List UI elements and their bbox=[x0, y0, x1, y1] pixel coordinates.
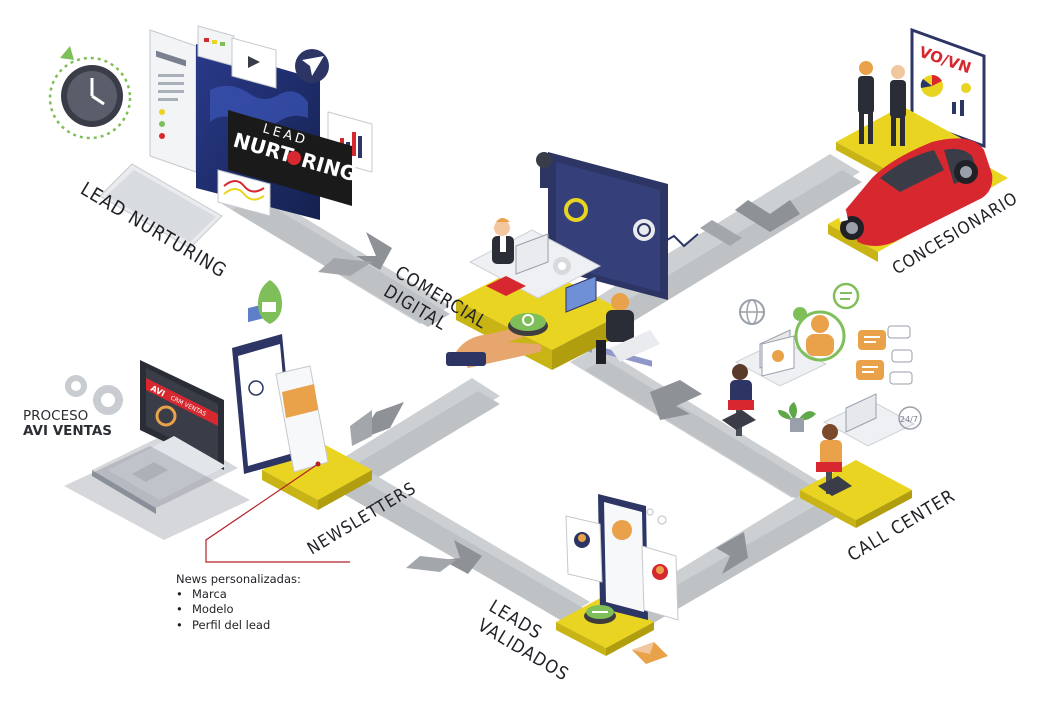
24-7-badge: 24/7 bbox=[898, 406, 922, 430]
news-personalizadas-note: News personalizadas: Marca Modelo Perfil… bbox=[176, 572, 301, 633]
desk-monitor bbox=[515, 233, 549, 275]
profile-card-right bbox=[641, 545, 679, 621]
arrow-concesionario bbox=[735, 200, 800, 232]
chat-bubbles bbox=[856, 325, 913, 385]
note-list: Marca Modelo Perfil del lead bbox=[176, 587, 301, 633]
avi-laptop: AVI CRM VENTAS bbox=[64, 360, 250, 540]
plant bbox=[778, 402, 816, 432]
vo-vn-board bbox=[910, 27, 986, 149]
call-center-node: 24/7 bbox=[722, 282, 922, 528]
arrow-callcenter bbox=[650, 380, 702, 420]
note-item-marca: Marca bbox=[176, 587, 301, 602]
note-item-modelo: Modelo bbox=[176, 602, 301, 617]
laptop-right bbox=[565, 275, 597, 313]
profile-card-left bbox=[565, 515, 603, 583]
flow-arrows bbox=[318, 200, 800, 574]
callout-line bbox=[205, 463, 350, 563]
gear-icon bbox=[65, 375, 123, 415]
lead-nurturing-node: LEAD NURT RING bbox=[48, 25, 373, 249]
note-title: News personalizadas: bbox=[176, 572, 301, 586]
person-seated-right bbox=[596, 293, 634, 364]
gear-icon bbox=[553, 257, 571, 275]
globe-icon bbox=[739, 299, 765, 325]
businessmen bbox=[858, 61, 906, 146]
chat-icon bbox=[832, 282, 860, 310]
arrow-lead-comercial bbox=[356, 232, 392, 270]
newsletters-node bbox=[205, 280, 372, 563]
concesionario-node: VO/VN bbox=[828, 27, 1008, 262]
badge-247-text: 24/7 bbox=[900, 415, 918, 424]
arrow-leads-callcenter bbox=[716, 532, 748, 574]
envelope-icon bbox=[632, 642, 668, 664]
note-item-perfil: Perfil del lead bbox=[176, 618, 301, 633]
clock-icon bbox=[48, 46, 132, 140]
red-car bbox=[838, 138, 993, 246]
operator-avatar bbox=[793, 307, 846, 362]
mail-icon bbox=[258, 280, 282, 324]
proceso-line2: AVI VENTAS bbox=[23, 423, 113, 439]
person-seated-left bbox=[492, 218, 514, 264]
proceso-avi-ventas-label: PROCESO AVI VENTAS bbox=[23, 409, 112, 439]
arrow-leads bbox=[442, 540, 482, 574]
leads-validados-node bbox=[556, 494, 679, 664]
send-icon bbox=[295, 49, 329, 83]
road-concesionario-comercial bbox=[560, 154, 860, 338]
proceso-line1: PROCESO bbox=[23, 408, 89, 424]
comercial-digital-node bbox=[446, 152, 699, 370]
